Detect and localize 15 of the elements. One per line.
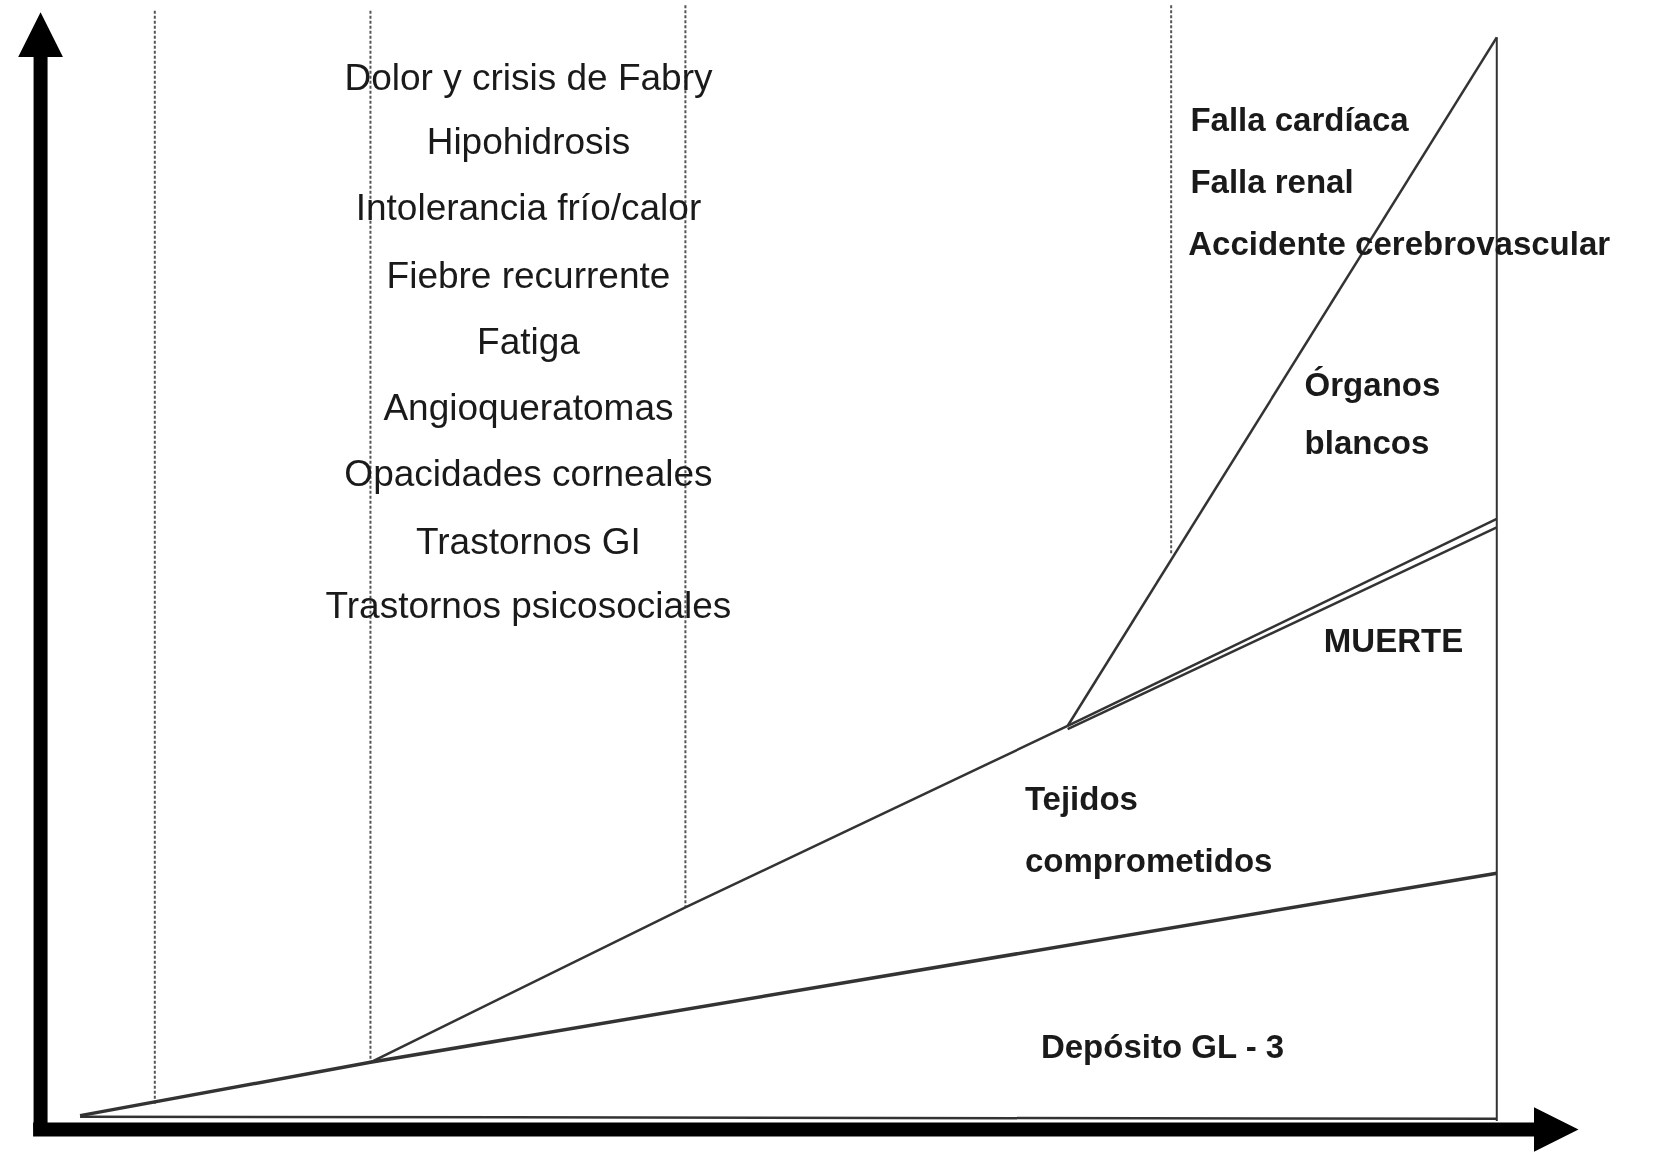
symptom-label: MUERTE — [1323, 620, 1464, 661]
symptom-label: Fiebre recurrente — [386, 253, 671, 298]
symptom-label: Falla cardíaca — [1190, 99, 1409, 140]
symptom-label: Hipohidrosis — [426, 120, 631, 165]
symptom-label: Órganos blancos — [1304, 364, 1442, 464]
symptom-label: Dolor y crisis de Fabry — [344, 56, 713, 101]
symptom-label: Angioqueratomas — [383, 386, 674, 431]
symptom-label: Falla renal — [1190, 161, 1354, 202]
symptom-label: Intolerancia frío/calor — [355, 186, 702, 231]
symptom-label: Depósito GL - 3 — [1040, 1026, 1285, 1067]
symptom-label: Tejidos comprometidos — [1024, 778, 1274, 881]
symptom-label: Fatiga — [477, 319, 580, 364]
symptom-label: Trastornos GI — [416, 519, 641, 564]
symptom-label: Trastornos psicosociales — [325, 583, 732, 628]
symptom-label: Opacidades corneales — [344, 452, 713, 497]
